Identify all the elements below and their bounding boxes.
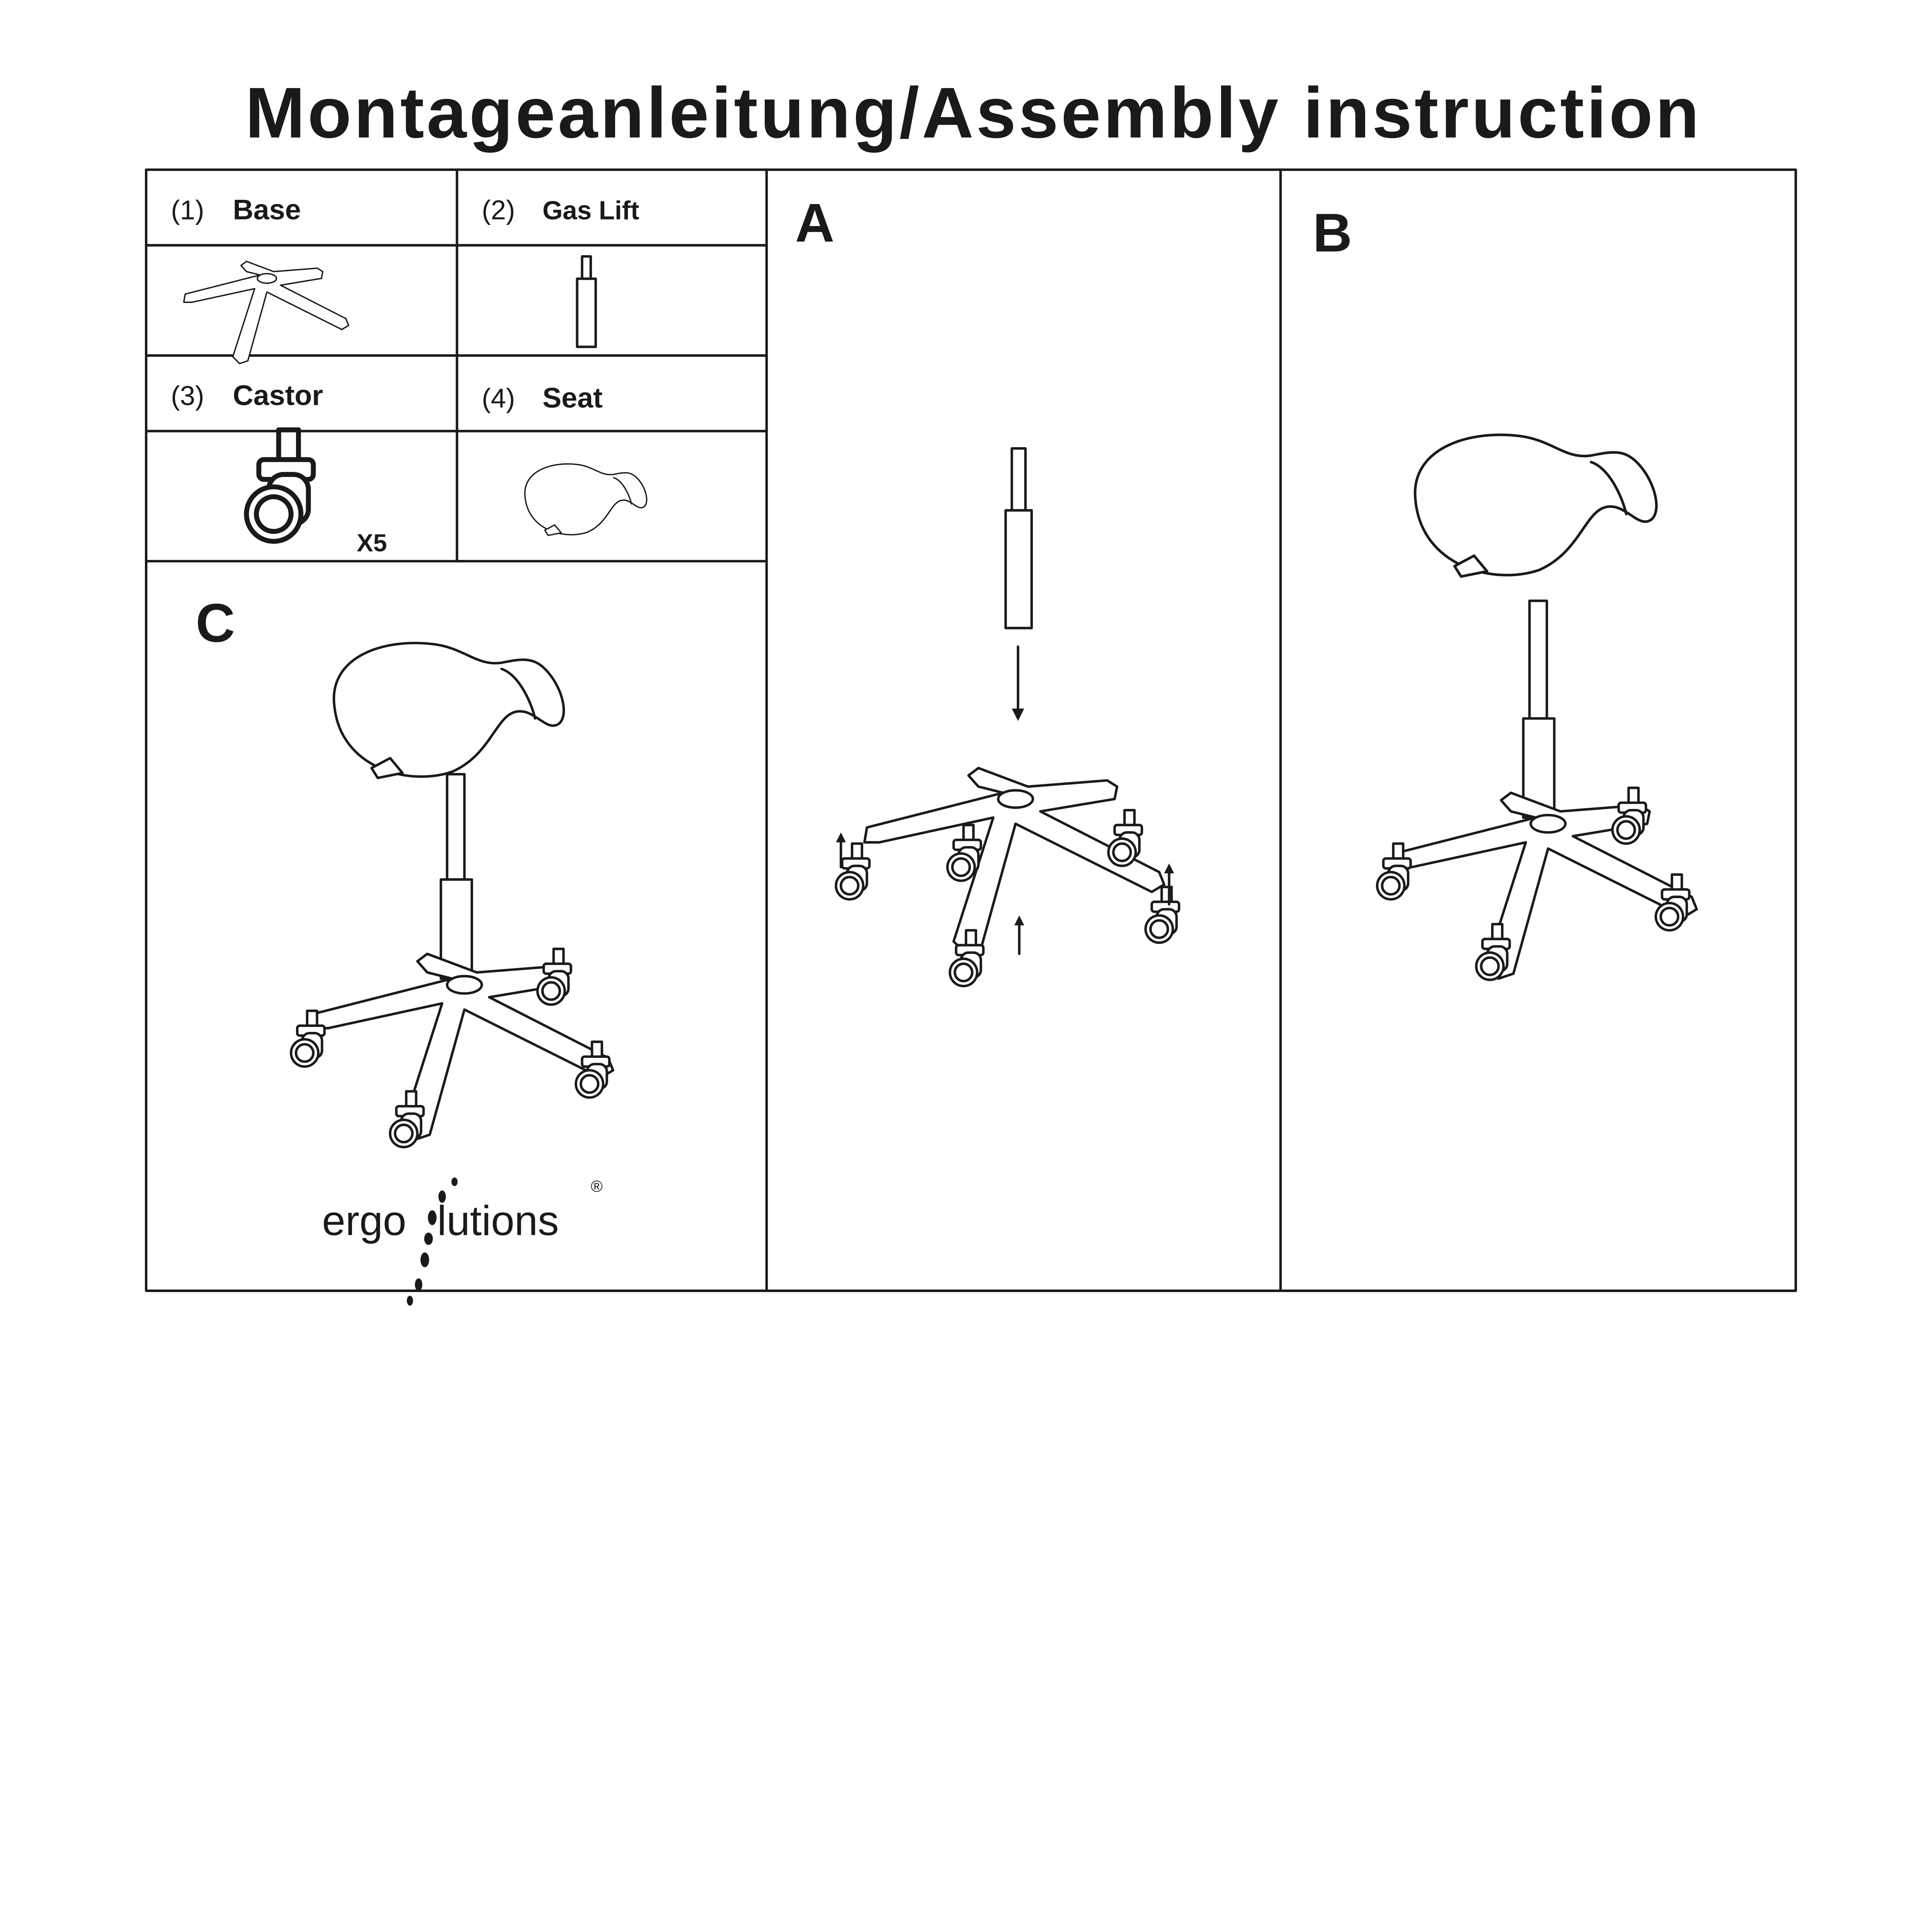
gas-lift-illustration bbox=[576, 255, 597, 348]
part-number: (2) bbox=[482, 194, 515, 225]
brand-logo: ergo lutions ® bbox=[322, 1177, 603, 1306]
step-b: B bbox=[1313, 202, 1697, 980]
registered-mark: ® bbox=[591, 1177, 603, 1195]
castor-quantity: X5 bbox=[357, 529, 387, 557]
brand-logo-right: lutions bbox=[437, 1197, 559, 1245]
castor-illustration bbox=[247, 430, 313, 541]
part-number: (1) bbox=[171, 194, 204, 225]
part-base: (1) Base bbox=[171, 193, 350, 364]
step-label: C bbox=[196, 592, 235, 653]
assembly-instruction-sheet: Montageanleitung/Assembly instruction (1… bbox=[145, 73, 1797, 1306]
part-label: Castor bbox=[233, 379, 323, 411]
step-a: A bbox=[795, 192, 1179, 986]
step-label: B bbox=[1313, 202, 1352, 263]
part-number: (3) bbox=[171, 380, 204, 411]
part-label: Gas Lift bbox=[543, 196, 639, 225]
step-c: C bbox=[196, 592, 613, 1147]
part-castor: (3) Castor X5 bbox=[171, 379, 387, 557]
seat-illustration bbox=[524, 463, 648, 536]
part-gas-lift: (2) Gas Lift bbox=[482, 194, 639, 348]
step-label: A bbox=[795, 192, 835, 253]
brand-dots-icon bbox=[406, 1177, 458, 1306]
part-number: (4) bbox=[482, 383, 515, 413]
part-label: Base bbox=[233, 193, 301, 225]
part-label: Seat bbox=[543, 381, 603, 414]
part-seat: (4) Seat bbox=[482, 381, 648, 536]
brand-logo-left: ergo bbox=[322, 1197, 406, 1245]
page-title: Montageanleitung/Assembly instruction bbox=[245, 73, 1702, 153]
base-illustration bbox=[183, 260, 350, 364]
